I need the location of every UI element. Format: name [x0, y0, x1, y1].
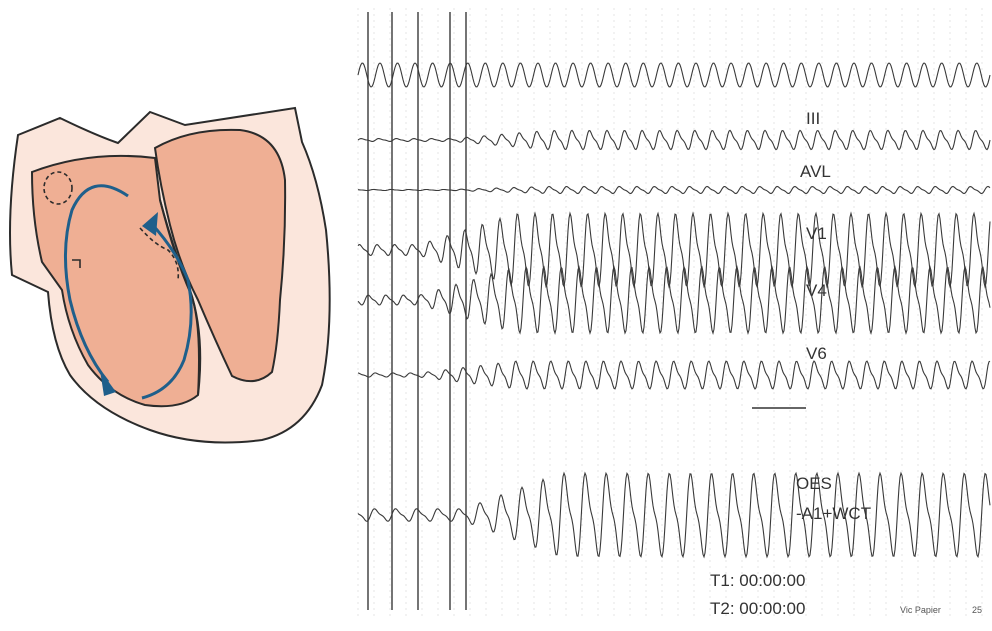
footer-page: 25: [972, 606, 982, 615]
lead-label-v1: V1: [806, 225, 827, 242]
lead-label-iii: III: [806, 110, 820, 127]
footer-signature: Vic Papier: [900, 606, 941, 615]
lead-label-v4: V4: [806, 282, 827, 299]
lead-label-v6: V6: [806, 345, 827, 362]
lead-label-avl: AVL: [800, 163, 831, 180]
ecg-strip: [355, 8, 992, 618]
annotation-label: -A1+WCT: [796, 505, 871, 522]
lead-label-oes: OES: [796, 475, 832, 492]
timer-t1: T1: 00:00:00: [710, 572, 805, 589]
timer-t2: T2: 00:00:00: [710, 600, 805, 617]
heart-illustration: [10, 108, 330, 442]
